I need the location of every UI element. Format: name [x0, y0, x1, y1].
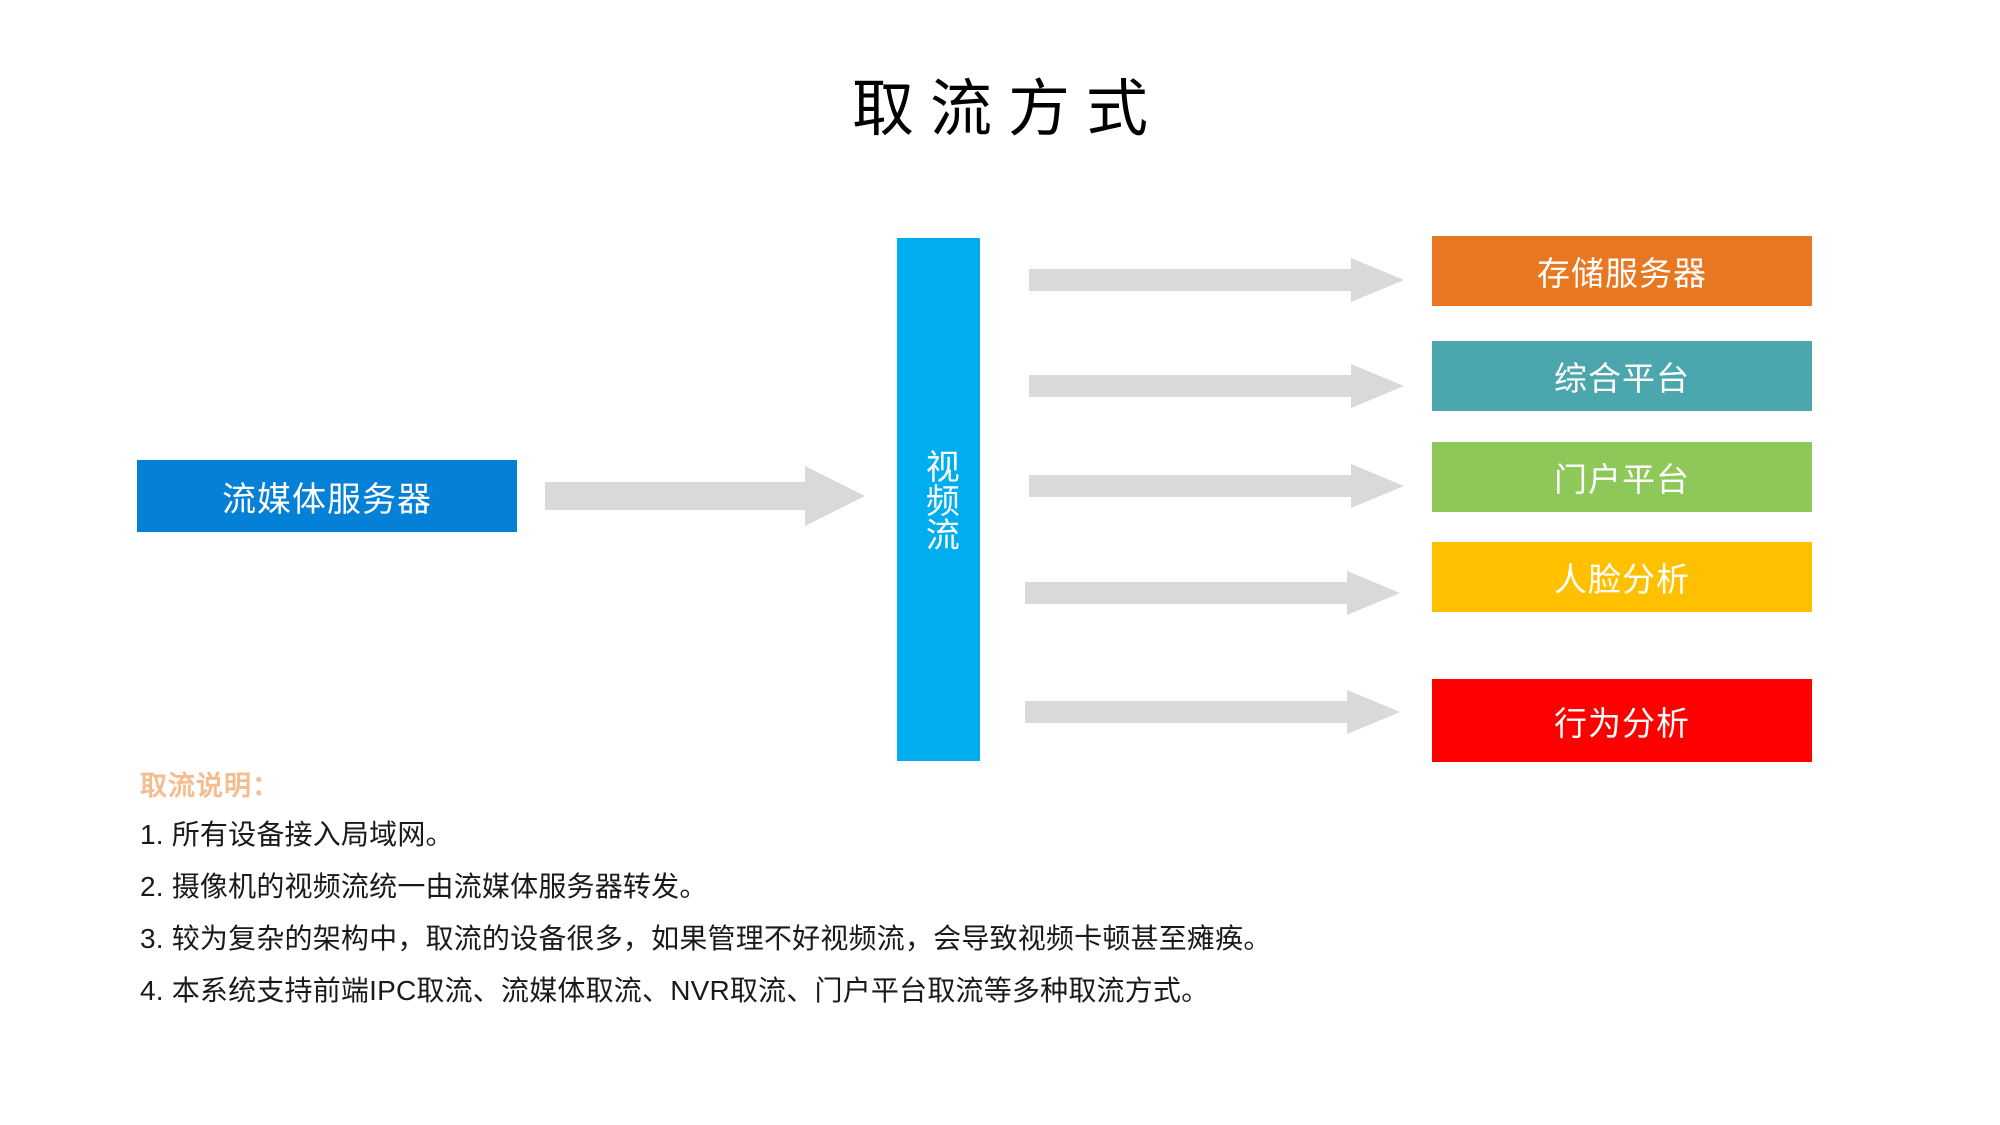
- node-stream-media-server-label: 流媒体服务器: [222, 480, 432, 519]
- node-portal-platform-label: 门户平台: [1554, 461, 1690, 498]
- note-item-1: 1. 所有设备接入局域网。: [140, 819, 454, 850]
- note-item-4: 4. 本系统支持前端IPC取流、流媒体取流、NVR取流、门户平台取流等多种取流方…: [140, 975, 1210, 1006]
- notes-heading: 取流说明：: [140, 771, 280, 801]
- node-video-stream-hub[interactable]: 视频流: [897, 238, 980, 761]
- note-item-3: 3. 较为复杂的架构中，取流的设备很多，如果管理不好视频流，会导致视频卡顿甚至瘫…: [140, 923, 1272, 954]
- node-storage-server[interactable]: 存储服务器: [1432, 236, 1812, 306]
- node-storage-server-label: 存储服务器: [1537, 255, 1707, 292]
- node-portal-platform[interactable]: 门户平台: [1432, 442, 1812, 512]
- node-integrated-platform-label: 综合平台: [1554, 360, 1690, 397]
- node-stream-media-server[interactable]: 流媒体服务器: [137, 460, 517, 532]
- notes-block: 取流说明： 1. 所有设备接入局域网。 2. 摄像机的视频流统一由流媒体服务器转…: [140, 764, 1840, 1029]
- node-face-analysis-label: 人脸分析: [1554, 561, 1690, 598]
- page-title: 取流方式: [851, 75, 1164, 144]
- arrow-hub-to-portal-platform: [1029, 464, 1404, 508]
- note-item-2: 2. 摄像机的视频流统一由流媒体服务器转发。: [140, 871, 708, 902]
- node-face-analysis[interactable]: 人脸分析: [1432, 542, 1812, 612]
- node-behavior-analysis-label: 行为分析: [1554, 704, 1690, 742]
- node-video-stream-hub-label: 视频流: [920, 448, 959, 551]
- arrow-hub-to-behavior-analysis: [1025, 690, 1400, 734]
- arrow-hub-to-integrated-platform: [1029, 364, 1404, 408]
- node-behavior-analysis[interactable]: 行为分析: [1432, 679, 1812, 762]
- arrow-hub-to-storage-server: [1029, 258, 1404, 302]
- arrow-hub-to-face-analysis: [1025, 571, 1400, 615]
- arrow-source-to-hub: [545, 466, 865, 526]
- node-integrated-platform[interactable]: 综合平台: [1432, 341, 1812, 411]
